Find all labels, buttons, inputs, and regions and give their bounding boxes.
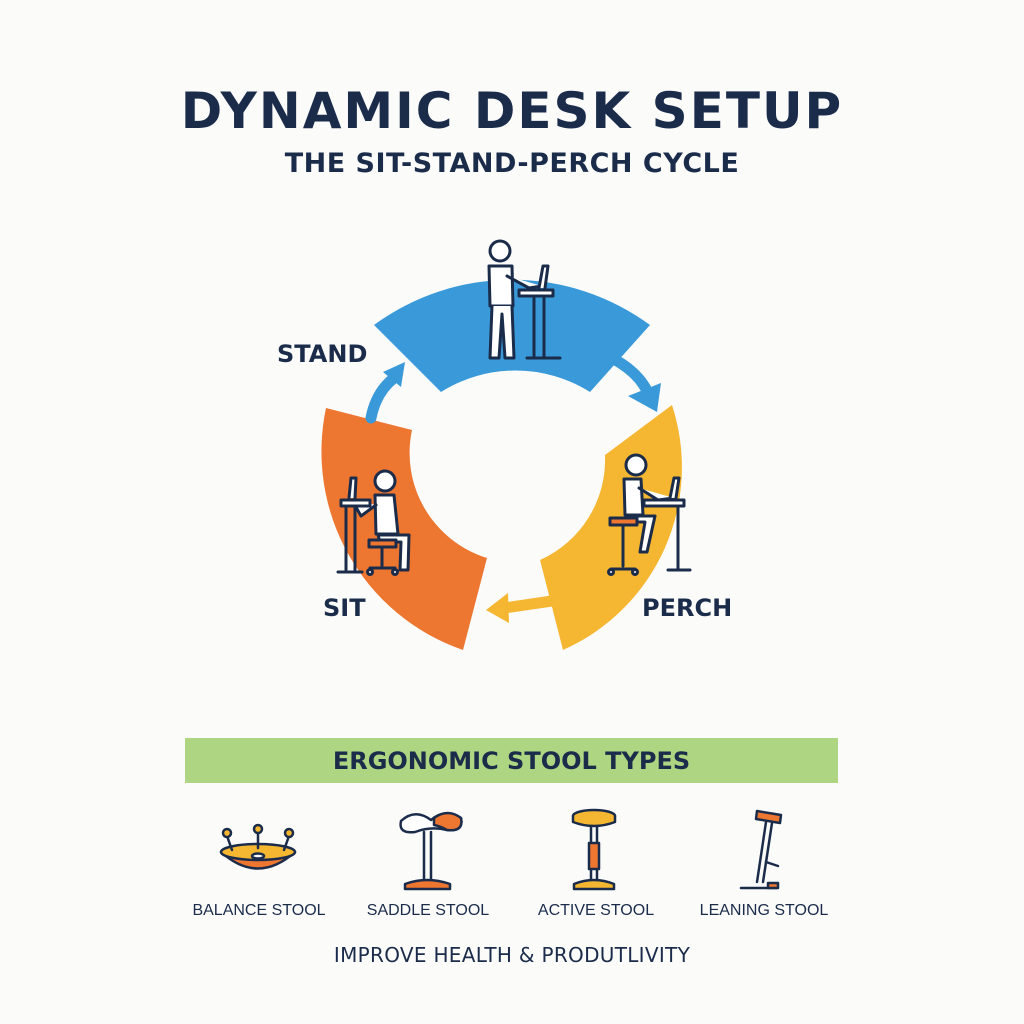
perching-stool-person-icon [607,453,692,576]
stool-label-active: ACTIVE STOOL [537,902,655,919]
stool-label-saddle: SADDLE STOOL [366,902,490,919]
sit-segment [321,408,487,650]
arrow-stand-to-perch [606,352,661,412]
saddle-stool-icon [399,811,463,891]
arrow-perch-to-sit [486,593,558,623]
leaning-stool-icon [739,809,783,890]
footer-text: IMPROVE HEALTH & PRODUTLIVITY [333,943,691,967]
sit-label: SIT [323,594,366,622]
active-stool-icon [571,808,617,891]
stool-types-banner: ERGONOMIC STOOL TYPES [185,738,838,783]
stand-label: STAND [277,340,368,368]
stool-label-balance: BALANCE STOOL [192,902,326,919]
stool-types-heading: ERGONOMIC STOOL TYPES [332,746,691,775]
stool-label-leaning: LEANING STOOL [699,902,829,919]
balance-stool-icon [219,823,297,870]
sitting-chair-person-icon [336,469,411,576]
page-title: DYNAMIC DESK SETUP [180,82,844,140]
standing-desk-person-icon [487,239,562,360]
arrow-sit-to-stand [365,362,405,424]
page-subtitle: THE SIT-STAND-PERCH CYCLE [284,148,740,179]
cycle-diagram [321,239,692,650]
perch-label: PERCH [642,594,733,622]
